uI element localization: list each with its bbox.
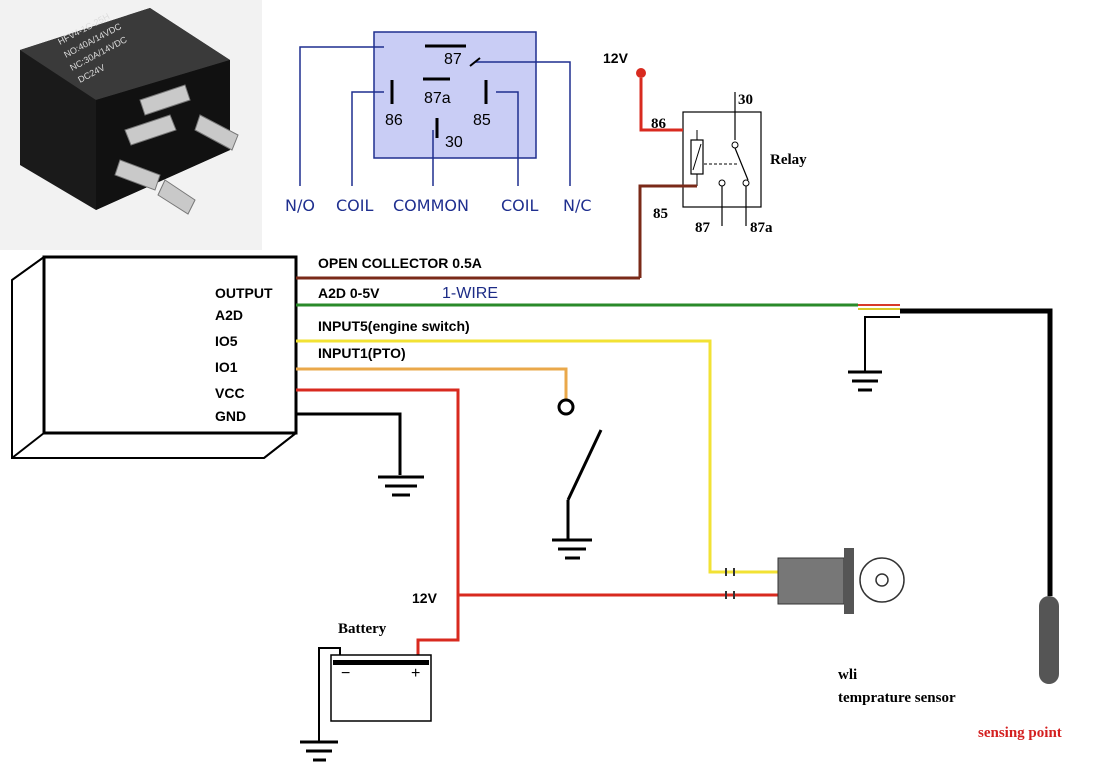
ground-icon — [378, 475, 424, 497]
device-pin-io5: IO5 — [215, 333, 238, 349]
wire-vcc — [296, 388, 780, 597]
pinout-no-label: N/O — [285, 196, 315, 215]
ground-icon — [300, 647, 341, 762]
battery-title: Battery — [338, 621, 387, 637]
device-pin-io1: IO1 — [215, 359, 238, 375]
wire-io5-label: INPUT5(engine switch) — [318, 318, 470, 334]
relay-pin-30: 30 — [738, 92, 753, 108]
pinout-87a: 87a — [424, 90, 451, 107]
pinout-terminal-labels: 87 87a 86 85 30 — [385, 51, 491, 151]
temperature-probe-icon — [858, 304, 1059, 684]
wire-a2d-label: A2D 0-5V — [318, 285, 380, 301]
device-pin-vcc: VCC — [215, 385, 245, 401]
relay-supply-label: 12V — [603, 50, 629, 66]
device-pin-output: OUTPUT — [215, 285, 273, 301]
sensor-point: sensing point — [978, 725, 1062, 741]
pinout-bottom-labels: N/O COIL COMMON COIL N/C — [285, 196, 592, 215]
battery-voltage: 12V — [412, 590, 438, 606]
wire-io5 — [296, 339, 780, 574]
relay-pin-87a: 87a — [750, 220, 773, 236]
wire-io1-label: INPUT1(PTO) — [318, 345, 406, 361]
device-pin-a2d: A2D — [215, 307, 243, 323]
battery-icon — [330, 654, 432, 722]
ground-icon — [552, 538, 592, 560]
pinout-86: 86 — [385, 112, 403, 129]
pinout-box — [373, 31, 537, 159]
relay-title: Relay — [770, 152, 807, 168]
ground-icon — [848, 316, 900, 392]
pinout-coil-right-label: COIL — [501, 196, 538, 215]
relay-pin-87: 87 — [695, 220, 711, 236]
device-pin-gnd: GND — [215, 408, 246, 424]
switch-icon — [557, 398, 603, 540]
wire-gnd — [296, 412, 402, 475]
relay-pin-86: 86 — [651, 116, 667, 132]
wire-onewire-label: 1-WIRE — [442, 285, 498, 302]
wire-io1 — [296, 367, 568, 400]
relay-pinout — [299, 31, 571, 186]
pinout-coil-left-label: COIL — [336, 196, 373, 215]
engine-switch-icon — [725, 548, 905, 614]
relay-supply-wire — [636, 68, 683, 132]
pinout-30: 30 — [445, 134, 463, 151]
sensor-line1: wli — [838, 667, 857, 683]
pinout-87: 87 — [444, 51, 462, 68]
wire-battery-plus — [416, 595, 460, 655]
relay-labels: Relay 30 86 85 87 87a 12V — [603, 50, 807, 236]
pinout-85: 85 — [473, 112, 491, 129]
battery-plus: + — [411, 665, 420, 682]
relay-pin-85: 85 — [653, 206, 668, 222]
relay-schematic — [638, 92, 762, 278]
battery-minus: − — [341, 665, 350, 682]
pinout-common-label: COMMON — [393, 196, 469, 215]
wire-output-label: OPEN COLLECTOR 0.5A — [318, 255, 482, 271]
pinout-nc-label: N/C — [563, 196, 592, 215]
device-block — [11, 255, 298, 459]
relay-photo: HFV4-1C-25H NO:40A/14VDC NC:30A/14VDC DC… — [0, 0, 262, 250]
sensor-line2: temprature sensor — [838, 690, 956, 706]
device-pin-labels: OUTPUT A2D IO5 IO1 VCC GND — [215, 285, 273, 424]
